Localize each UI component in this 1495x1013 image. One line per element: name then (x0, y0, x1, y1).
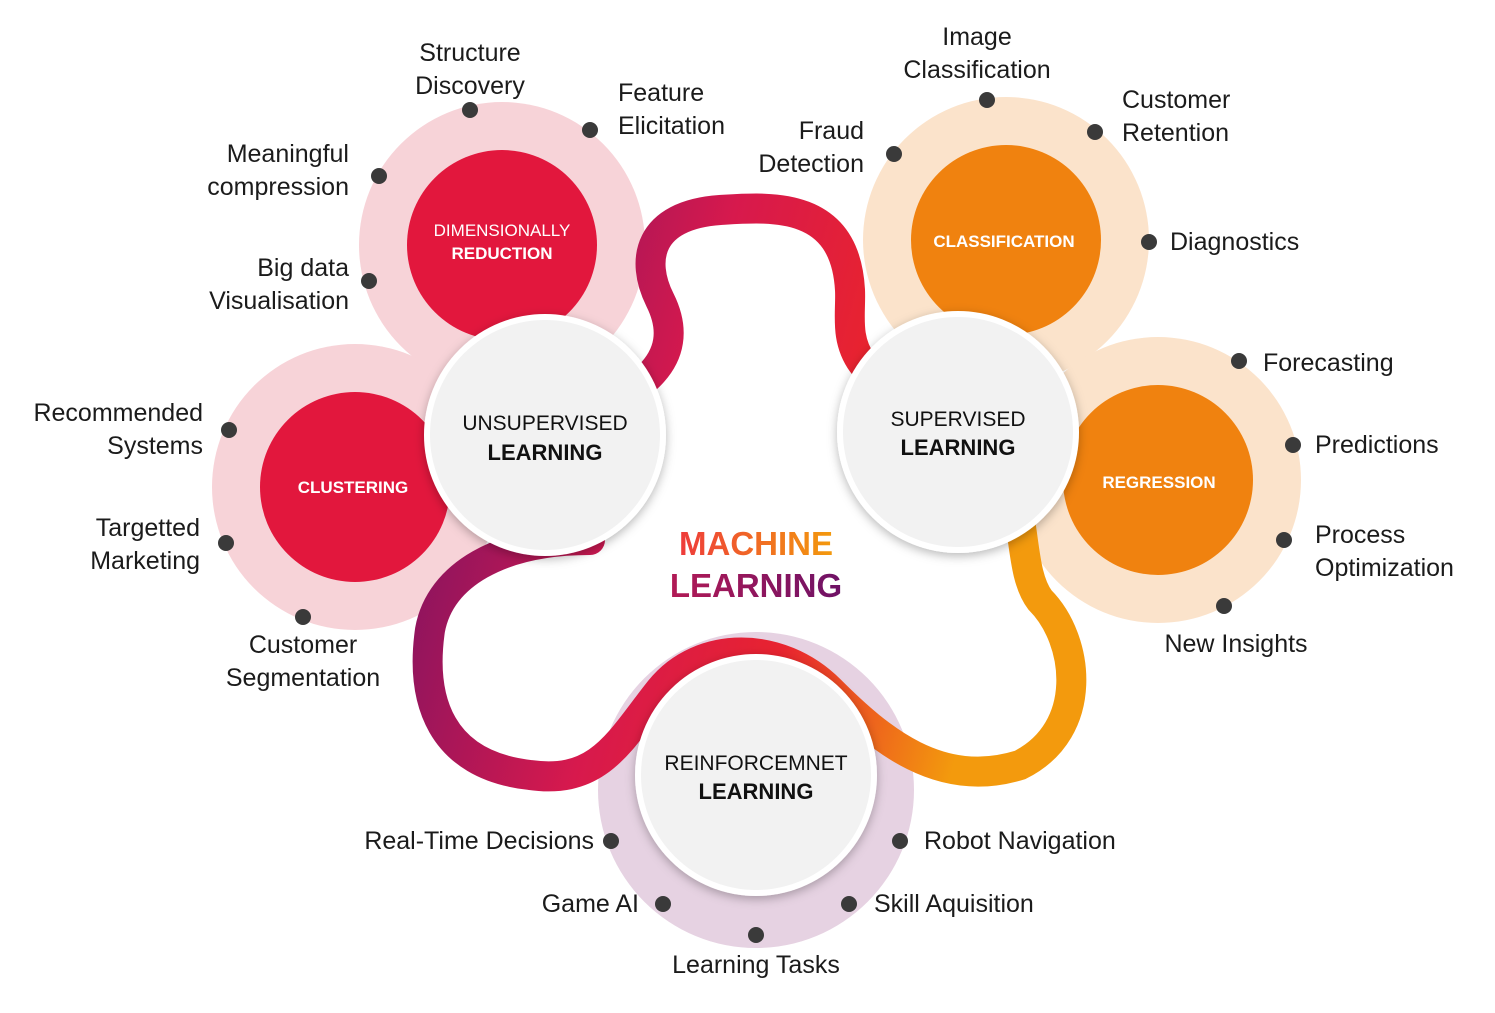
item-image-classification-line1: Image (942, 23, 1011, 51)
dimensional-reduction-circle (407, 150, 597, 340)
dimensional-reduction-label-line1: DIMENSIONALLY (434, 221, 571, 240)
item-recommended-systems-line1: Recommended (33, 399, 203, 427)
bullet-dot (1141, 234, 1157, 250)
item-feature-elicitation-line2: Elicitation (618, 112, 725, 140)
bullet-dot (582, 122, 598, 138)
item-process-optimization-line2: Optimization (1315, 554, 1454, 582)
dimensional-items: Structure Discovery Feature Elicitation … (207, 39, 725, 315)
item-targetted-marketing-line2: Marketing (90, 547, 200, 575)
classification-circle (911, 145, 1101, 335)
bullet-dot (295, 609, 311, 625)
title-line1: MACHINE (679, 525, 833, 562)
unsupervised-core (424, 314, 666, 556)
clustering-circle (260, 392, 450, 582)
bullet-dot (886, 146, 902, 162)
item-customer-segmentation-line2: Segmentation (226, 664, 380, 692)
supervised-title-line1: SUPERVISED (891, 408, 1026, 431)
bullet-dot (748, 927, 764, 943)
clustering-label: CLUSTERING (298, 478, 409, 497)
bullet-dot (603, 833, 619, 849)
bullet-dot (462, 102, 478, 118)
bullet-dot (1231, 353, 1247, 369)
item-predictions: Predictions (1315, 431, 1439, 459)
regression-label: REGRESSION (1102, 473, 1215, 492)
item-robot-navigation: Robot Navigation (924, 827, 1116, 855)
item-forecasting: Forecasting (1263, 349, 1394, 377)
bullet-dot (892, 833, 908, 849)
unsupervised-title-line2: LEARNING (488, 440, 603, 465)
clustering-items: Recommended Systems Targetted Marketing … (33, 399, 380, 692)
item-big-data-line2: Visualisation (209, 287, 349, 315)
item-feature-elicitation-line1: Feature (618, 79, 704, 107)
item-customer-retention-line2: Retention (1122, 119, 1229, 147)
item-image-classification-line2: Classification (903, 56, 1050, 84)
bullet-dot (979, 92, 995, 108)
item-learning-tasks: Learning Tasks (672, 951, 840, 979)
reinforcement-title-line1: REINFORCEMNET (664, 752, 847, 775)
bullet-dot (1276, 532, 1292, 548)
unsupervised-title-line1: UNSUPERVISED (462, 412, 627, 435)
item-game-ai: Game AI (542, 890, 639, 918)
bullet-dot (841, 896, 857, 912)
learning-path (412, 193, 1087, 792)
bullet-dot (371, 168, 387, 184)
dimensional-reduction-label-line2: REDUCTION (451, 244, 552, 263)
regression-circle (1063, 385, 1253, 575)
bullet-dot (361, 273, 377, 289)
item-new-insights: New Insights (1164, 630, 1307, 658)
bullet-dot (1216, 598, 1232, 614)
item-meaningful-compression-line2: compression (207, 173, 349, 201)
item-customer-segmentation-line1: Customer (249, 631, 357, 659)
bullet-dot (221, 422, 237, 438)
classification-label: CLASSIFICATION (933, 232, 1074, 251)
item-structure-discovery-line2: Discovery (415, 72, 525, 100)
title-line2: LEARNING (670, 567, 842, 604)
item-structure-discovery-line1: Structure (419, 39, 520, 67)
bullet-dot (1285, 437, 1301, 453)
item-targetted-marketing-line1: Targetted (96, 514, 200, 542)
classification-items: Image Classification Customer Retention … (758, 23, 1299, 256)
bullet-dot (218, 535, 234, 551)
item-recommended-systems-line2: Systems (107, 432, 203, 460)
item-real-time-decisions: Real-Time Decisions (364, 827, 594, 855)
reinforcement-core (635, 654, 877, 896)
item-fraud-detection-line2: Detection (758, 150, 864, 178)
item-customer-retention-line1: Customer (1122, 86, 1230, 114)
supervised-title-line2: LEARNING (901, 435, 1016, 460)
supervised-core (837, 311, 1079, 553)
bullet-dot (1087, 124, 1103, 140)
item-process-optimization-line1: Process (1315, 521, 1405, 549)
item-big-data-line1: Big data (257, 254, 349, 282)
reinforcement-title-line2: LEARNING (699, 779, 814, 804)
reinforcement-items: Real-Time Decisions Game AI Learning Tas… (364, 827, 1115, 979)
regression-items: Forecasting Predictions Process Optimiza… (1164, 349, 1454, 658)
item-diagnostics: Diagnostics (1170, 228, 1299, 256)
bullet-dot (655, 896, 671, 912)
item-fraud-detection-line1: Fraud (799, 117, 864, 145)
item-meaningful-compression-line1: Meaningful (227, 140, 349, 168)
item-skill-aquisition: Skill Aquisition (874, 890, 1034, 918)
